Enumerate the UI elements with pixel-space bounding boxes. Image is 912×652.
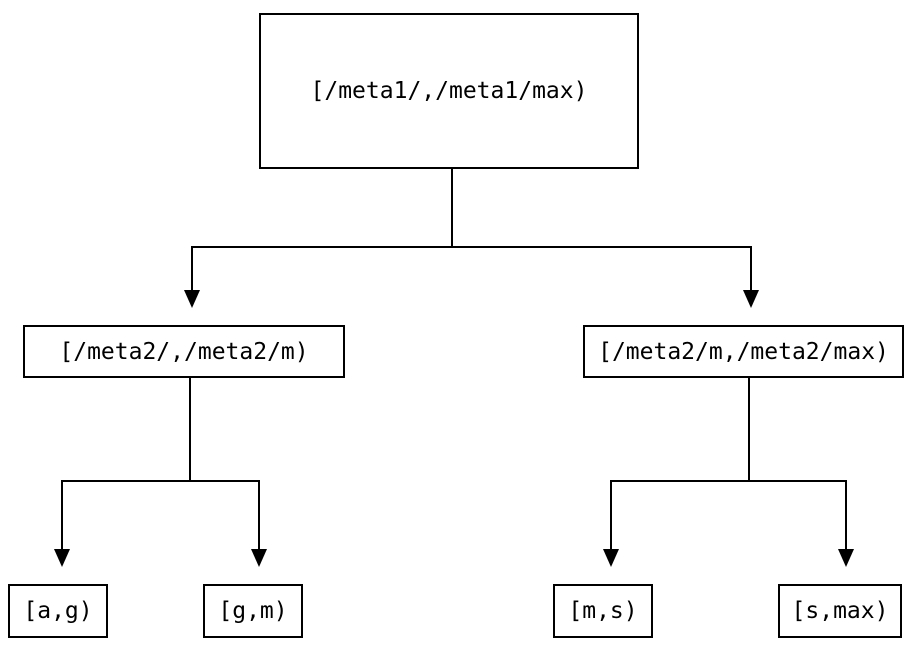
node-leaf-smax-label: [s,max) [791,598,889,624]
node-meta2-low-label: [/meta2/,/meta2/m) [59,338,309,365]
node-leaf-ag: [a,g) [8,584,108,638]
arrowhead-down-icon [603,549,619,567]
edge-right-branch-arrowheads [603,549,854,567]
node-meta2-high: [/meta2/m,/meta2/max) [583,325,904,378]
node-leaf-gm-label: [g,m) [218,598,288,624]
arrowhead-down-icon [251,549,267,567]
arrowhead-down-icon [184,290,200,308]
node-leaf-gm: [g,m) [203,584,303,638]
node-meta2-low: [/meta2/,/meta2/m) [23,325,345,378]
node-meta2-high-label: [/meta2/m,/meta2/max) [598,338,889,365]
arrowhead-down-icon [54,549,70,567]
arrowhead-down-icon [743,290,759,308]
arrowhead-down-icon [838,549,854,567]
edge-right-branch-lines [610,378,847,549]
node-leaf-ms: [m,s) [553,584,653,638]
node-root: [/meta1/,/meta1/max) [259,13,639,169]
edge-left-branch-arrowheads [54,549,267,567]
node-leaf-ag-label: [a,g) [23,598,93,624]
node-leaf-smax: [s,max) [778,584,902,638]
node-root-label: [/meta1/,/meta1/max) [310,78,588,104]
edge-left-branch-lines [61,378,260,549]
edge-root-branch-arrowheads [184,290,759,308]
edge-root-branch-lines [191,169,752,290]
node-leaf-ms-label: [m,s) [568,598,638,624]
